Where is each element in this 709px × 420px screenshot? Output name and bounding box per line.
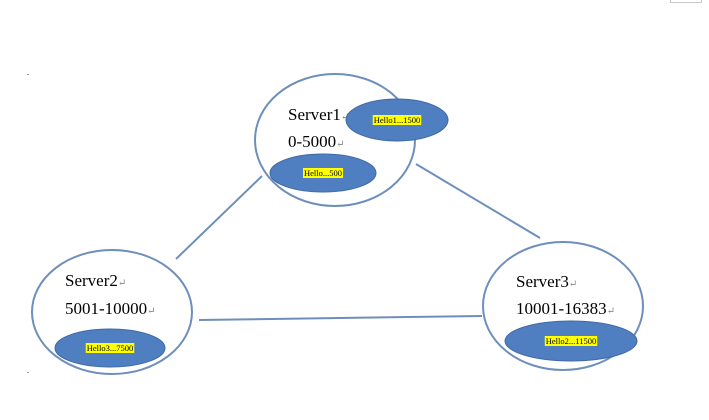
hello3-key-highlight [85,343,135,353]
paragraph-mark: ↵ [607,306,615,317]
connections-layer [175,163,541,321]
server1-range: 0-5000↵ [288,132,345,151]
hello2-key: Hello2...11500 [504,320,638,362]
hello2-key-highlight [544,336,598,346]
connection-server1-server2 [175,175,263,260]
paragraph-mark: ↵ [569,279,577,290]
hello3-key: Hello3...7500 [54,328,166,368]
hello3-key-label: Hello3...7500 [87,343,134,353]
stray-dot [27,74,29,75]
server3-range: 10001-16383↵ [516,299,615,318]
paragraph-mark: ↵ [118,278,126,289]
server2-range: 5001-10000↵ [65,299,156,318]
hello1-key-label: Hello1...1500 [374,115,421,125]
hello1-key: Hello1...1500 [345,98,449,142]
hello1-key-highlight [372,115,422,125]
paragraph-mark: ↵ [336,139,344,150]
stray-dot [27,372,29,373]
window-corner-box [670,0,702,3]
server3-name: Server3↵ [516,272,577,291]
hello-key: Hello...500 [269,153,377,193]
hello2-key-label: Hello2...11500 [546,336,596,346]
server1-name: Server1↵ [288,105,349,124]
connection-server2-server3 [198,315,483,321]
hello-key-highlight [302,168,344,178]
connection-server1-server3 [415,163,541,239]
paragraph-mark: ↵ [147,306,155,317]
hello-key-label: Hello...500 [304,168,342,178]
server2-name: Server2↵ [65,271,126,290]
paragraph-mark: ↵ [341,112,349,123]
